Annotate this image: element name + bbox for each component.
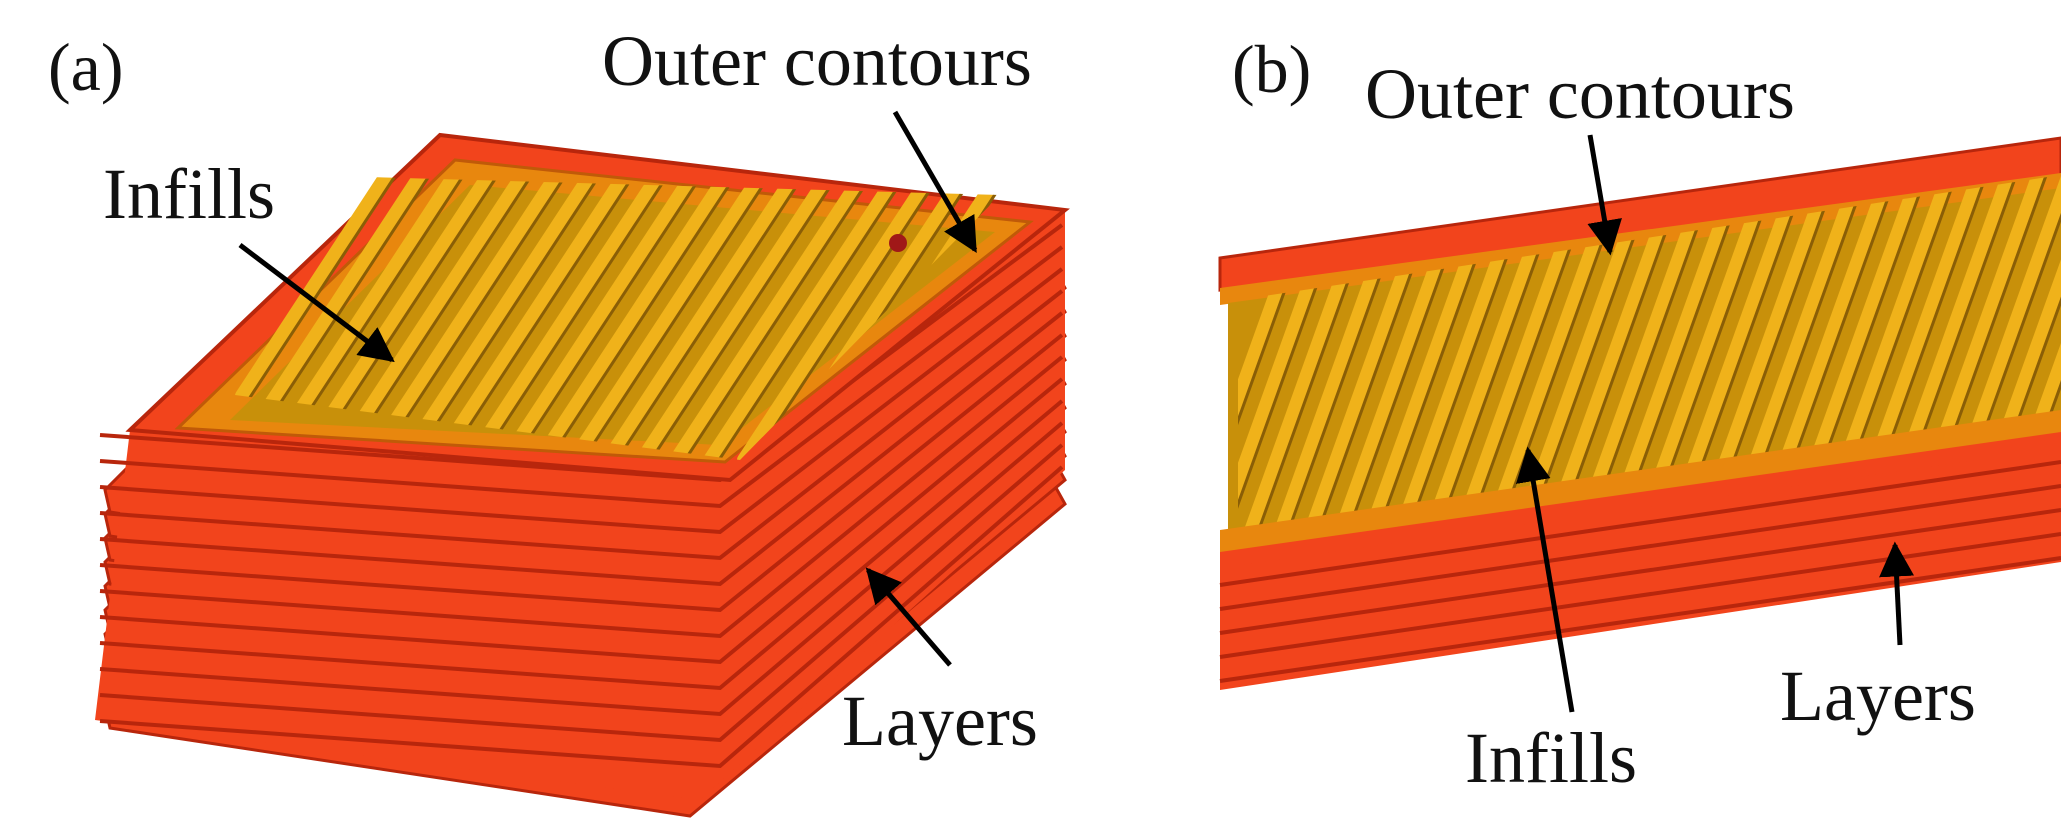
- panel-a-tag: (a): [48, 29, 123, 105]
- label-layers-b: Layers: [1780, 656, 1976, 736]
- label-infills-b: Infills: [1465, 718, 1637, 798]
- label-outer-contours-b: Outer contours: [1365, 54, 1795, 134]
- layered-part-model-b: [1180, 138, 2061, 690]
- layered-part-model-a: [95, 135, 1249, 816]
- infill-raster-a: [1050, 170, 1240, 460]
- infill-raster-edge-a: [1059, 170, 1249, 460]
- panel-b-tag: (b): [1232, 31, 1311, 107]
- defect-spot-a: [889, 234, 907, 252]
- label-infills-a: Infills: [103, 154, 275, 234]
- label-outer-contours-a: Outer contours: [602, 21, 1032, 101]
- label-layers-a: Layers: [842, 681, 1038, 761]
